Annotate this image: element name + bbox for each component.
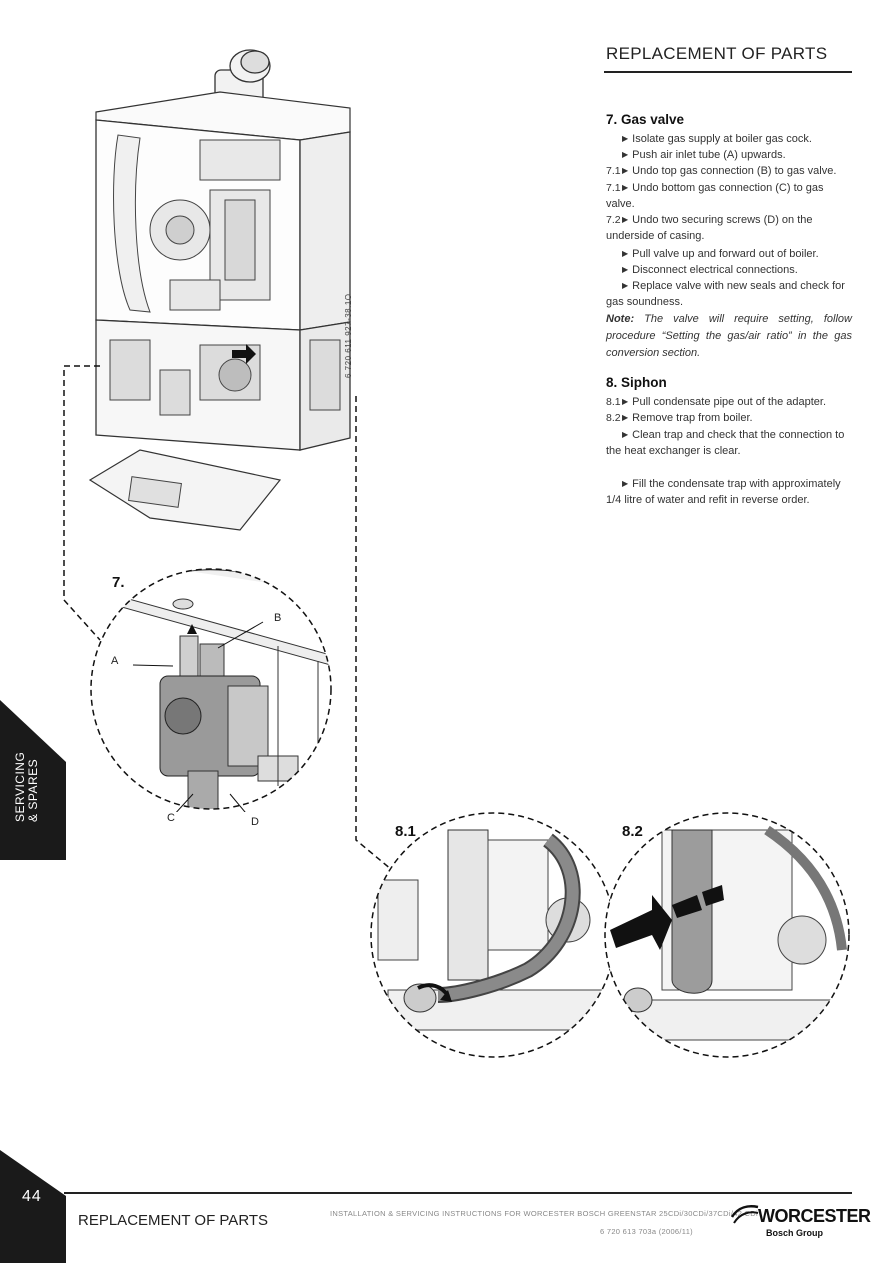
page-section-title: REPLACEMENT OF PARTS xyxy=(606,44,828,63)
footer-document-code: 6 720 613 703a (2006/11) xyxy=(600,1227,693,1236)
callout-b: B xyxy=(274,612,282,624)
step-item: ▶Push air inlet tube (A) upwards. xyxy=(622,149,786,161)
figure-label-8-1: 8.1 xyxy=(395,823,416,840)
siphon-heading: 8. Siphon xyxy=(606,375,667,390)
side-tab-label: SERVICING & SPARES xyxy=(13,751,40,822)
gas-valve-heading: 7. Gas valve xyxy=(606,112,685,127)
figure-label-7: 7. xyxy=(112,574,125,591)
step-item: 7.1▶Undo top gas connection (B) to gas v… xyxy=(606,165,837,177)
brand-subtitle: Bosch Group xyxy=(766,1228,824,1238)
footer-divider xyxy=(64,1192,852,1194)
siphon-detail-circle-1 xyxy=(370,812,616,1058)
gas-valve-detail-circle xyxy=(90,568,332,812)
step-item: 8.1▶Pull condensate pipe out of the adap… xyxy=(606,396,827,408)
page-number: 44 xyxy=(22,1188,42,1205)
siphon-detail-circle-2 xyxy=(604,812,850,1058)
callout-a: A xyxy=(111,655,119,667)
step-item: ▶Clean trap and check that the connectio… xyxy=(606,429,845,458)
section-side-tab xyxy=(0,700,66,860)
figure-label-8-2: 8.2 xyxy=(622,823,643,840)
step-item: 8.2▶Remove trap from boiler. xyxy=(606,412,753,424)
step-item: 7.1▶Undo bottom gas connection (C) to ga… xyxy=(606,182,824,211)
header-divider xyxy=(604,71,852,73)
step-item: ▶Fill the condensate trap with approxima… xyxy=(606,478,841,507)
footer-document-title: INSTALLATION & SERVICING INSTRUCTIONS FO… xyxy=(330,1209,758,1218)
step-item: ▶Replace valve with new seals and check … xyxy=(606,280,845,309)
gas-valve-note: Note: The valve will require setting, fo… xyxy=(606,313,852,359)
boiler-illustration xyxy=(88,49,351,531)
callout-d: D xyxy=(251,816,259,828)
worcester-logo-icon xyxy=(730,1205,759,1224)
brand-logo-text: WORCESTER xyxy=(758,1206,871,1226)
step-item: ▶Disconnect electrical connections. xyxy=(622,264,798,276)
step-item: 7.2▶Undo two securing screws (D) on the … xyxy=(606,214,813,243)
step-item: ▶Pull valve up and forward out of boiler… xyxy=(622,248,819,260)
step-item: ▶Isolate gas supply at boiler gas cock. xyxy=(622,133,812,145)
page-number-tab xyxy=(0,1150,66,1263)
footer-section-title: REPLACEMENT OF PARTS xyxy=(78,1212,269,1229)
callout-c: C xyxy=(167,812,175,824)
